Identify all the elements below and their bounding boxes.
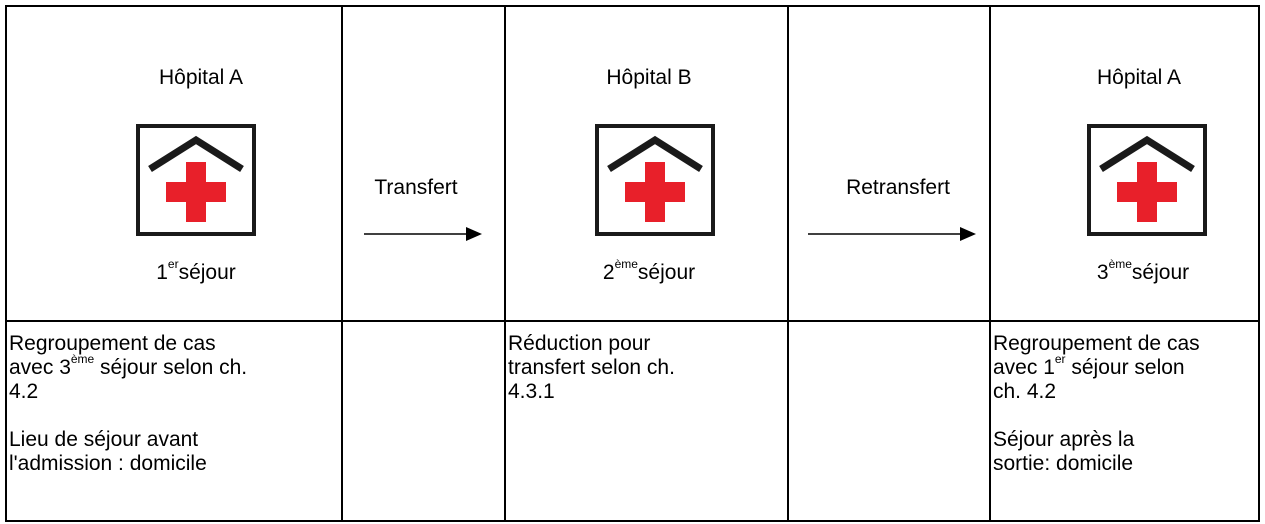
retransfer-arrow [808,227,976,241]
stay-label-3: 3èmeséjour [1096,257,1190,284]
stay-label-2: 2èmeséjour [602,257,696,284]
note-stay-3: Regroupement de cas avec 1er séjour selo… [993,332,1200,475]
note-stay-2: Réduction pour transfert selon ch. 4.3.1 [508,332,675,403]
stay-label-1: 1erséjour [156,257,236,284]
hospital-icon [136,124,256,236]
hospital-a-return-title: Hôpital A [1096,66,1182,89]
hospital-a-title: Hôpital A [158,66,244,89]
note-stay-1: Regroupement de cas avec 3ème séjour sel… [9,332,248,475]
transfer-arrow [364,227,482,241]
retransfer-label: Retransfert [846,176,950,199]
hospital-icon [1087,124,1207,236]
hospital-b-title: Hôpital B [606,66,692,89]
transfer-label: Transfert [374,176,458,199]
hospital-icon [595,124,715,236]
